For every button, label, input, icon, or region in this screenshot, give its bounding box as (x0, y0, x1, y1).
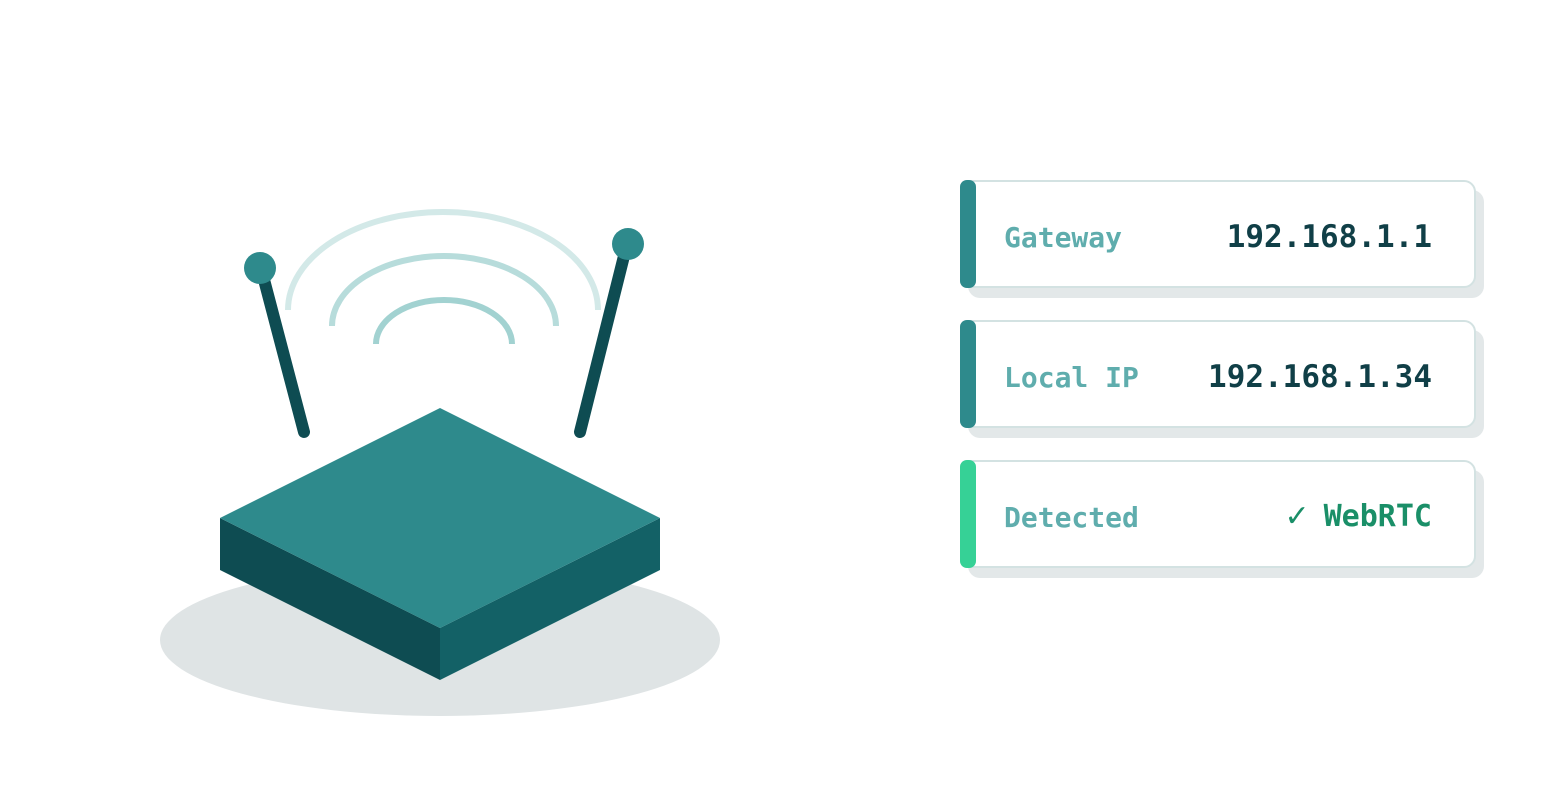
local-ip-label: Local IP (1004, 361, 1139, 394)
signal-arc-outer (285, 209, 601, 311)
local-ip-value: 192.168.1.34 (1208, 359, 1432, 395)
card-face (960, 460, 1476, 568)
card-face (960, 320, 1476, 428)
gateway-card: Gateway 192.168.1.1 (960, 180, 1484, 298)
card-accent-bar (960, 320, 976, 428)
signal-arc-inner (373, 297, 515, 345)
detected-label: Detected (1004, 501, 1139, 534)
detected-value: ✓ WebRTC (1284, 498, 1432, 536)
right-antenna (574, 228, 644, 438)
router-right-face (440, 518, 660, 680)
card-accent-bar (960, 180, 976, 288)
router-top-face (220, 408, 660, 628)
gateway-value: 192.168.1.1 (1226, 219, 1432, 255)
local-ip-card: Local IP 192.168.1.34 (960, 320, 1484, 438)
left-antenna (244, 252, 310, 438)
check-icon: ✓ (1284, 499, 1310, 534)
signal-arc-middle (329, 253, 559, 327)
gateway-label: Gateway (1004, 221, 1123, 254)
router-illustration (160, 209, 720, 716)
wifi-signal-icon (285, 209, 601, 345)
left-antenna-tip (244, 252, 276, 284)
router-icon (220, 408, 660, 680)
card-accent-bar (960, 460, 976, 568)
detected-method: WebRTC (1323, 499, 1432, 534)
router-left-face (220, 518, 440, 680)
card-face (960, 180, 1476, 288)
right-antenna-tip (612, 228, 644, 260)
detected-card: Detected ✓ WebRTC (960, 460, 1484, 578)
